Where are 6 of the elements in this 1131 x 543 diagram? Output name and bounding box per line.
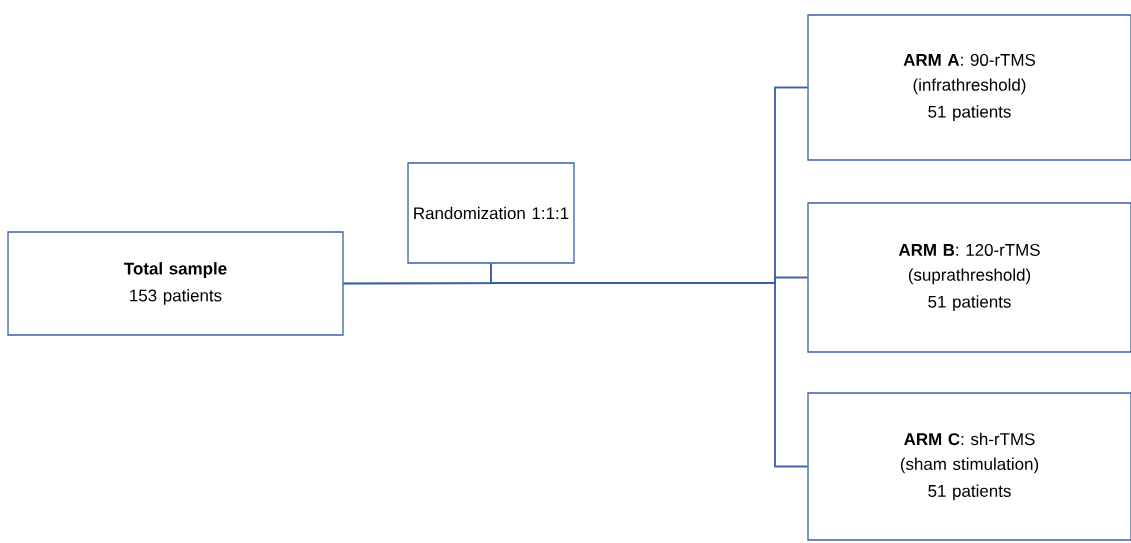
- connector-line: [490, 262, 809, 468]
- process-box: Randomization 1:1:1: [407, 162, 575, 264]
- process-box: ARM A: 90-rTMS (infrathreshold) 51 patients: [807, 14, 1131, 161]
- process-box: Total sample 153 patients: [7, 231, 344, 336]
- process-box: ARM C: sh-rTMS (sham stimulation) 51 patients: [807, 392, 1131, 541]
- process-box: ARM B: 120-rTMS (suprathreshold) 51 patients: [807, 202, 1131, 353]
